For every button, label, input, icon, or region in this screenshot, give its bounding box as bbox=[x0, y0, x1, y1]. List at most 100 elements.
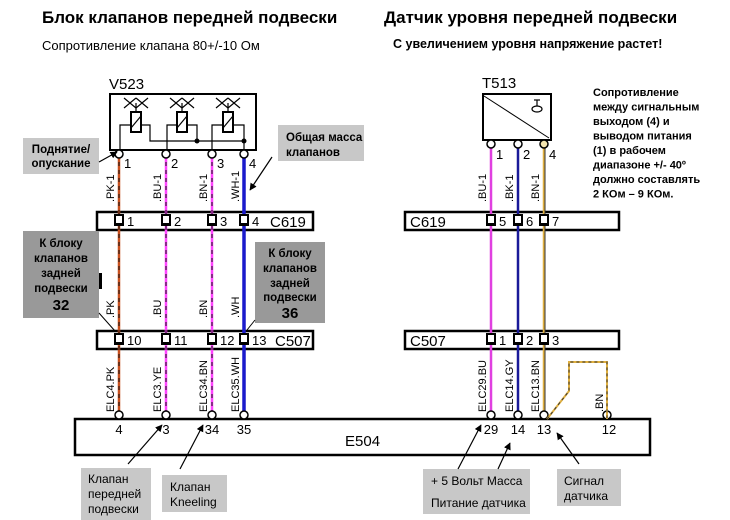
c507-pin-number: 11 bbox=[174, 333, 188, 348]
arrow-kneeling-valve bbox=[179, 424, 204, 470]
v523-pin-1 bbox=[114, 149, 124, 159]
c507-pin-number: 1 bbox=[499, 333, 506, 348]
wire-label-bottom: ELC29.BU bbox=[477, 360, 489, 412]
v523-pin-number: 3 bbox=[217, 156, 224, 171]
note-line: Сопротивление bbox=[593, 87, 679, 99]
c507-terminal-13 bbox=[239, 333, 249, 345]
c619-pin-number: 1 bbox=[127, 214, 134, 229]
ecu-label: E504 bbox=[345, 433, 380, 450]
v523-pin-2 bbox=[161, 149, 171, 159]
ecu-pin-number: 3 bbox=[162, 422, 169, 437]
ecu-e504 bbox=[73, 417, 652, 457]
ecu-pin-35 bbox=[239, 410, 249, 420]
left-subtitle: Сопротивление клапана 80+/-10 Ом bbox=[42, 38, 260, 53]
v523-pin-number: 1 bbox=[124, 156, 131, 171]
c619-terminal-5 bbox=[486, 214, 496, 226]
svg-text:датчика: датчика bbox=[564, 489, 608, 503]
wire-label-top: .WH-1 bbox=[230, 171, 242, 202]
wire-label-top: .BN-1 bbox=[530, 174, 542, 202]
valve-symbols bbox=[119, 97, 245, 150]
c507-pin-number: 13 bbox=[252, 333, 266, 348]
c507-pin-number: 3 bbox=[552, 333, 559, 348]
connector-c619-left bbox=[95, 210, 315, 232]
c507-terminal-1 bbox=[486, 333, 496, 345]
note-line: диапазоне +/- 40º bbox=[593, 160, 686, 172]
ecu-pin-number: 34 bbox=[205, 422, 219, 437]
wire-label-bottom: ELC34.BN bbox=[198, 360, 210, 412]
c507-pin-number: 10 bbox=[127, 333, 141, 348]
c619-terminal-6 bbox=[513, 214, 523, 226]
svg-text:подвески: подвески bbox=[263, 292, 317, 304]
wire-label-bottom: ELC35.WH bbox=[230, 357, 242, 412]
c507-label-right: C507 bbox=[410, 333, 446, 350]
c619-pin-number: 5 bbox=[499, 214, 506, 229]
valve-3-icon bbox=[215, 97, 241, 133]
wire-label-top: .BU-1 bbox=[152, 174, 164, 202]
wire-label-mid: .BN bbox=[198, 300, 210, 318]
svg-text:Сигнал: Сигнал bbox=[564, 474, 604, 488]
c619-pin-number: 4 bbox=[252, 214, 259, 229]
wire-label-mid: .WH bbox=[230, 297, 242, 318]
note-line: выходом (4) и bbox=[593, 116, 670, 128]
wire-label-mid: .BU bbox=[152, 300, 164, 318]
callout-kneeling-valve bbox=[162, 475, 227, 512]
connector-c507-right bbox=[403, 329, 621, 351]
callout-sensor-signal bbox=[557, 469, 621, 506]
svg-text:+ 5 Вольт Масса: + 5 Вольт Масса bbox=[431, 474, 523, 488]
c619-pin-number: 3 bbox=[220, 214, 227, 229]
c507-terminal-10 bbox=[114, 333, 124, 345]
wire-label-top: .BN-1 bbox=[198, 174, 210, 202]
c619-label-right: C619 bbox=[410, 214, 446, 231]
svg-text:подвески: подвески bbox=[34, 283, 88, 295]
ecu-pin-number: 12 bbox=[602, 422, 616, 437]
c507-label-left: C507 bbox=[275, 333, 311, 350]
ecu-pin-14 bbox=[513, 410, 523, 420]
c619-terminal-4 bbox=[239, 214, 249, 226]
note-line: (1) в рабочем bbox=[593, 145, 666, 157]
valve-1-icon bbox=[123, 97, 149, 133]
arrow-sensor-signal bbox=[556, 432, 580, 465]
svg-text:Клапан: Клапан bbox=[88, 472, 128, 486]
pins bbox=[114, 139, 612, 420]
right-subtitle: С увеличением уровня напряжение растет! bbox=[393, 37, 662, 51]
c507-pin-number: 2 bbox=[526, 333, 533, 348]
svg-text:36: 36 bbox=[282, 305, 299, 322]
arrow-raise-lower bbox=[98, 151, 118, 163]
sensor-symbol-icon bbox=[531, 99, 543, 113]
svg-text:клапанов: клапанов bbox=[286, 147, 340, 159]
c619-terminal-2 bbox=[161, 214, 171, 226]
wire-label-bottom: ELC14.GY bbox=[504, 359, 516, 412]
v523-pin-3 bbox=[207, 149, 217, 159]
c619-pin-number: 6 bbox=[526, 214, 533, 229]
c507-terminal-11 bbox=[161, 333, 171, 345]
callout-rear-36 bbox=[255, 242, 325, 323]
right-title: Датчик уровня передней подвески bbox=[384, 8, 677, 27]
arrow-sensor-ground bbox=[497, 442, 511, 470]
svg-text:К блоку: К блоку bbox=[39, 238, 83, 250]
t513-pin-number: 4 bbox=[549, 147, 556, 162]
wire-label-top: .BU-1 bbox=[477, 174, 489, 202]
v523-pin-number: 4 bbox=[249, 156, 256, 171]
callout-raise-lower bbox=[23, 138, 99, 174]
t513-pin-4 bbox=[539, 139, 549, 149]
callout-common-ground bbox=[278, 125, 364, 161]
note-line: 2 КОм – 9 КОм. bbox=[593, 189, 673, 201]
t513-pin-number: 1 bbox=[496, 147, 503, 162]
connector-c507-left bbox=[95, 329, 315, 351]
callout-front-valve bbox=[81, 468, 151, 520]
svg-text:Kneeling: Kneeling bbox=[170, 495, 217, 509]
svg-text:задней: задней bbox=[41, 268, 81, 280]
component-t513-label: T513 bbox=[482, 75, 516, 92]
t513-pin-2 bbox=[513, 139, 523, 149]
callout-rear-32 bbox=[23, 231, 99, 318]
svg-text:Питание датчика: Питание датчика bbox=[431, 496, 526, 510]
valve-2-icon bbox=[169, 97, 195, 133]
svg-text:Поднятие/: Поднятие/ bbox=[32, 144, 91, 156]
svg-text:клапанов: клапанов bbox=[263, 263, 317, 275]
ecu-pin-29 bbox=[486, 410, 496, 420]
c507-terminal-12 bbox=[207, 333, 217, 345]
c619-terminal-1 bbox=[114, 214, 124, 226]
connector-c619-right bbox=[403, 210, 621, 232]
left-title: Блок клапанов передней подвески bbox=[42, 8, 337, 27]
